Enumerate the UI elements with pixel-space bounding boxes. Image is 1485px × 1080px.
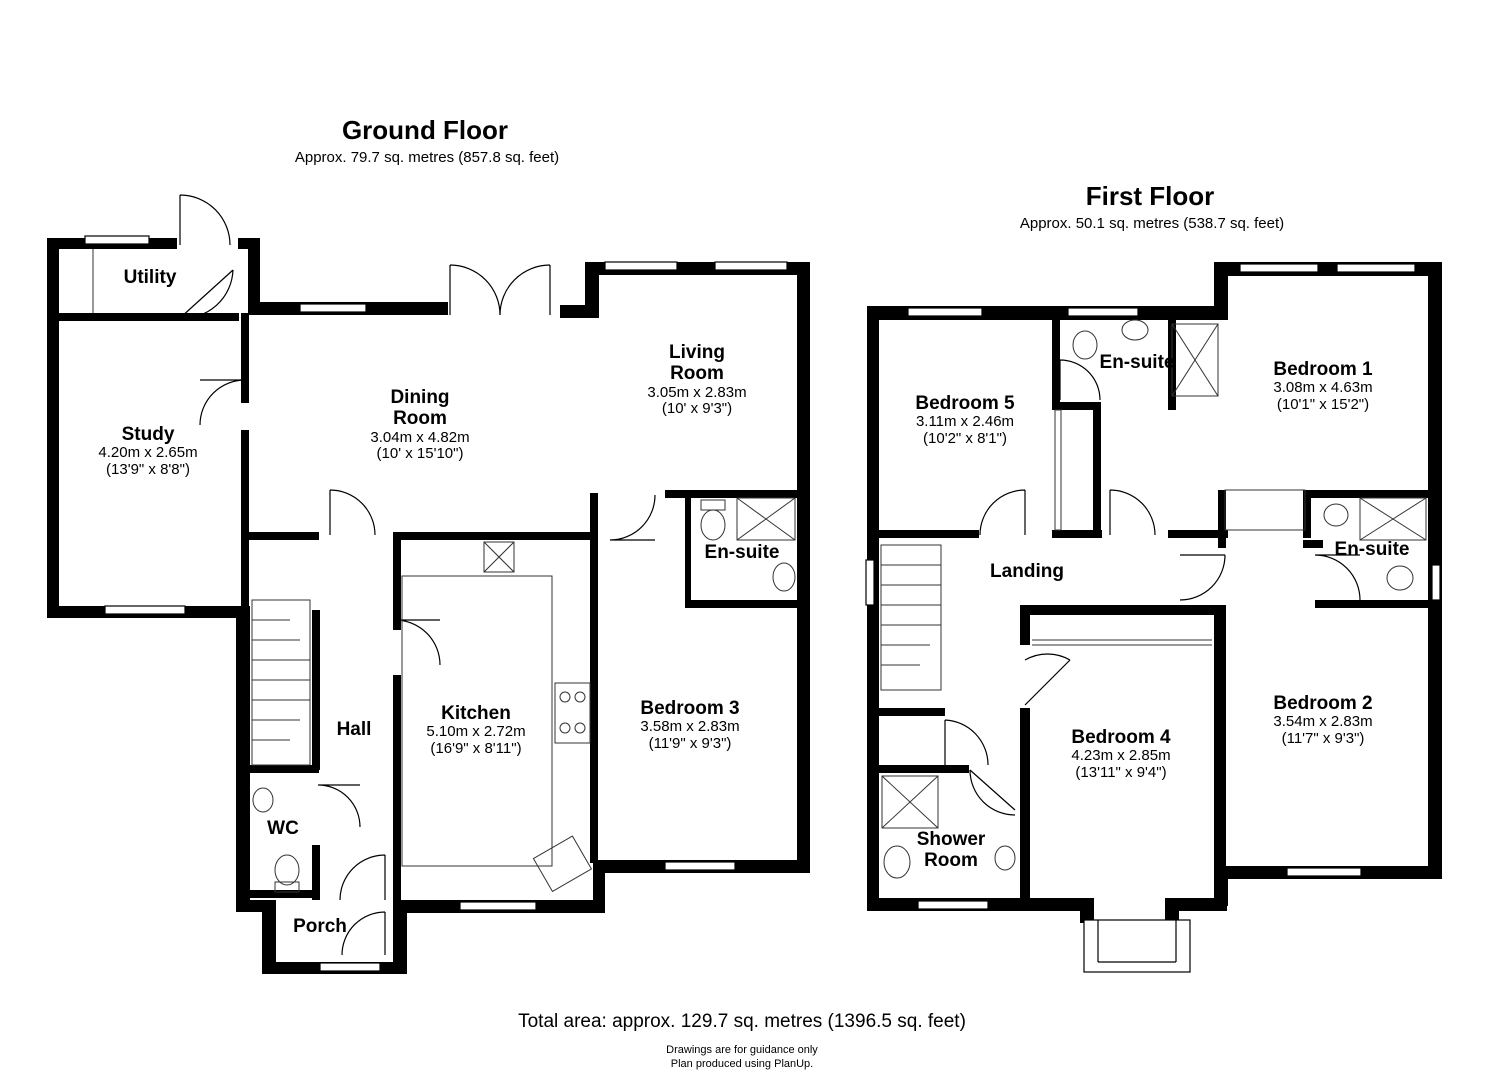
room-ensuite-ground: En-suite [705,542,780,563]
room-imperial: (10' x 15'10") [376,445,464,463]
room-bedroom-2: Bedroom 2 3.54m x 2.83m (11'7" x 9'3") [1273,693,1372,748]
room-name: En-suite [1334,539,1410,560]
disclaimer-line-1: Drawings are for guidance only [666,1044,818,1056]
room-name: En-suite [1099,352,1175,373]
first-floor-title: First Floor [1085,181,1215,211]
room-imperial: (10'1" x 15'2") [1276,396,1370,414]
room-ensuite-first-1: En-suite [1100,352,1175,373]
room-imperial: (10'2" x 8'1") [923,430,1007,448]
room-metric: 5.10m x 2.72m [426,723,526,741]
room-name: Bedroom 1 [1273,359,1373,380]
room-imperial: (13'11" x 9'4") [1075,764,1167,782]
room-bedroom-4: Bedroom 4 4.23m x 2.85m (13'11" x 9'4") [1071,727,1170,782]
room-hall: Hall [337,719,372,740]
room-name: Utility [123,267,177,288]
room-metric: 4.20m x 2.65m [98,444,198,462]
room-metric: 3.04m x 4.82m [370,428,470,446]
room-name: Shower Room [916,829,986,872]
room-imperial: (16'9" x 8'11") [430,740,522,758]
room-kitchen: Kitchen 5.10m x 2.72m (16'9" x 8'11") [426,703,525,758]
room-study: Study 4.20m x 2.65m (13'9" x 8'8") [98,424,197,479]
ground-floor-windows [84,235,788,972]
first-floor-doors [944,359,1361,816]
ground-floor-area: Approx. 79.7 sq. metres (857.8 sq. feet) [294,149,560,166]
room-imperial: (10' x 9'3") [661,400,733,418]
room-name: Study [121,424,175,445]
ground-floor-doors [179,194,656,956]
room-metric: 3.08m x 4.63m [1273,379,1373,397]
room-imperial: (11'7" x 9'3") [1281,730,1365,748]
room-name: Landing [990,561,1064,582]
room-metric: 3.11m x 2.46m [915,413,1015,431]
room-imperial: (11'9" x 9'3") [648,735,732,753]
first-floor-area: Approx. 50.1 sq. metres (538.7 sq. feet) [1019,215,1285,232]
room-name: Dining Room [390,387,450,430]
first-floor-windows [865,263,1441,973]
ground-floor-fixtures [92,249,796,893]
room-living: Living Room 3.05m x 2.83m (10' x 9'3") [647,342,746,418]
ground-floor-title: Ground Floor [341,115,509,145]
room-bedroom-3: Bedroom 3 3.58m x 2.83m (11'9" x 9'3") [640,698,739,753]
disclaimer-line-2: Plan produced using PlanUp. [670,1058,814,1071]
room-bedroom-5: Bedroom 5 3.11m x 2.46m (10'2" x 8'1") [915,393,1014,448]
room-name: Bedroom 3 [640,698,740,719]
room-metric: 3.05m x 2.83m [647,383,747,401]
disclaimer-note: Drawings are for guidance only Plan prod… [592,1043,892,1072]
room-ensuite-first-2: En-suite [1335,539,1410,560]
room-metric: 3.58m x 2.83m [640,718,740,736]
room-name: Living Room [669,342,725,385]
room-shower: Shower Room [917,829,986,872]
room-name: Hall [336,719,372,740]
room-name: Bedroom 4 [1071,727,1171,748]
room-porch: Porch [293,916,347,937]
room-name: En-suite [704,542,780,563]
room-landing: Landing [990,561,1064,582]
room-imperial: (13'9" x 8'8") [106,461,190,479]
first-floor-fixtures [880,319,1427,879]
room-dining: Dining Room 3.04m x 4.82m (10' x 15'10") [370,387,469,463]
room-name: Porch [293,916,347,937]
room-name: Kitchen [441,703,511,724]
room-utility: Utility [124,267,177,288]
total-area: Total area: approx. 129.7 sq. metres (13… [518,1011,966,1032]
room-wc: WC [267,818,299,839]
room-metric: 3.54m x 2.83m [1273,713,1373,731]
room-name: Bedroom 5 [915,393,1015,414]
room-bedroom-1: Bedroom 1 3.08m x 4.63m (10'1" x 15'2") [1273,359,1372,414]
room-name: WC [267,818,299,839]
room-name: Bedroom 2 [1273,693,1373,714]
room-metric: 4.23m x 2.85m [1071,747,1171,765]
